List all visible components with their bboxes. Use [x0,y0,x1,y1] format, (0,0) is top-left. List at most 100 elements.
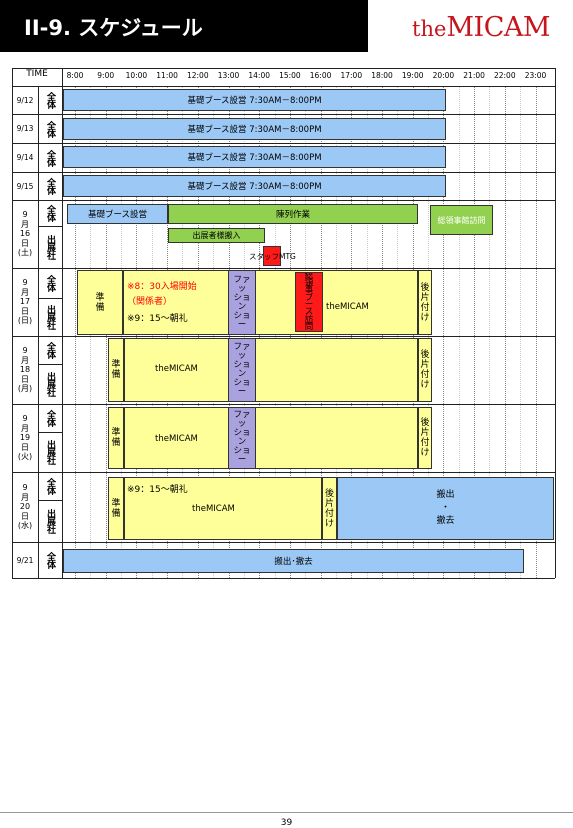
fashion-show-bar-9-17: ファッションショー [228,270,256,335]
row-line [12,172,555,173]
row-line [12,114,555,115]
hour-label: 14:00 [248,71,270,80]
fashion-show-bar-9-19: ファッションショー [228,407,256,469]
fashion-show-bar-9-18: ファッションショー [228,338,256,402]
consul-booth-visit-bar: 総領事ブース訪問 [295,272,323,332]
hour-label: 16:00 [309,71,332,80]
hour-label: 9:00 [97,71,115,80]
subrow-line [38,298,62,299]
note-staff-only: （関係者） [127,297,173,307]
category-exhibitor-9-18: 出展社 [45,372,55,396]
hour-label: 8:00 [66,71,84,80]
logo-micam: MICAM [446,12,551,43]
cleanup-bar-9-20: 後片付け [322,477,337,540]
date-9-15: 9/15 [16,181,34,191]
category-all-9-14: 全体 [45,149,55,166]
subrow-line [38,226,62,227]
subrow-line [38,432,62,433]
row-line [12,542,555,543]
category-all-9-19: 全体 [45,410,55,426]
hour-label: 21:00 [463,71,485,80]
themicam-bar-9-19: theMICAM [124,407,418,469]
exhibitor-move-in-bar: 出展者様搬入 [168,228,265,243]
hour-gridline [504,86,506,578]
hour-label: 19:00 [401,71,424,80]
category-all-9-18: 全体 [45,342,55,358]
page-number: 39 [280,818,293,828]
cleanup-bar-9-19: 後片付け [418,407,432,469]
hour-gridline [474,86,476,578]
date-9-21: 9/21 [16,555,34,565]
grid-border-category [62,68,63,578]
note-morning-assembly-9-20: ※9：15～朝礼 [127,485,188,495]
title-bar [0,0,368,52]
category-all-9-13: 全体 [45,120,55,137]
date-9-14: 9/14 [16,153,34,162]
category-all-9-21: 全体 [45,552,55,568]
themicam-bar-9-20: theMICAM [124,477,322,540]
hour-label: 15:00 [279,71,301,80]
booth-setup-bar-9-13: 基礎ブース設営 7:30AM－8:00PM [63,118,446,140]
hour-label: 12:00 [186,71,209,80]
hour-label: 13:00 [217,71,240,80]
hour-gridline [75,86,76,578]
subrow-line [38,500,62,501]
grid-border-date [38,86,39,578]
category-exhibitor-9-17: 出展社 [45,305,55,329]
carry-out-bar-9-21: 搬出･撤去 [63,549,524,573]
category-all-9-20: 全体 [45,478,55,494]
hour-gridline [443,86,445,578]
booth-setup-bar-9-14: 基礎ブース設営 7:30AM－8:00PM [63,146,446,168]
half-hour-gridline [458,86,460,578]
date-9-12: 9/12 [16,95,34,105]
prep-bar-9-18: 準備 [108,338,124,402]
staff-mtg-label: スタッフMTG [249,252,296,261]
category-exhibitor-9-19: 出展社 [45,440,55,464]
note-entry-start: ※8：30入場開始 [127,282,197,292]
category-all-9-15: 全体 [45,178,55,194]
row-line [12,578,555,579]
hour-gridline [535,86,537,578]
booth-setup-bar-9-15: 基礎ブース設営 7:30AM－8:00PM [63,175,446,197]
hour-label: 23:00 [524,71,547,80]
cleanup-bar-9-18: 後片付け [418,338,432,402]
half-hour-gridline [520,86,522,578]
row-line [12,68,555,69]
subrow-line [38,364,62,365]
booth-setup-bar-9-12: 基礎ブース設営 7:30AM－8:00PM [63,89,446,111]
hour-label: 17:00 [340,71,363,80]
booth-setup-bar-9-16: 基礎ブース設営 [67,204,168,224]
row-line [12,200,555,201]
hour-label: 10:00 [125,71,148,80]
grid-border-left [12,68,13,578]
prep-bar-9-19: 準備 [108,407,124,469]
staff-mtg-bar [263,246,281,266]
prep-bar-9-17: 準備 [77,270,123,335]
row-line [12,268,555,269]
prep-bar-9-20: 準備 [108,477,124,540]
themicam-bar-9-18: theMICAM [124,338,418,402]
consulate-visit-bar: 総領事館訪問 [430,205,493,235]
themicam-logo: theMICAM [412,12,551,43]
footer-divider [0,812,573,813]
category-all-9-17: 全体 [45,275,55,291]
time-header: TIME [26,69,48,79]
row-line [12,404,555,405]
row-line [12,86,555,87]
themicam-bar-9-17: theMICAM [123,270,418,335]
category-all-9-16: 全体 [45,205,55,221]
page-title: II-9. スケジュール [24,16,203,40]
grid-border-right [555,68,556,578]
display-work-bar: 陳列作業 [168,204,418,224]
half-hour-gridline [489,86,491,578]
row-line [12,472,555,473]
category-exhibitor-9-16: 出展社 [45,235,55,259]
row-line [12,336,555,337]
category-all-9-12: 全体 [45,92,55,108]
note-morning-assembly-9-17: ※9：15～朝礼 [127,314,188,324]
